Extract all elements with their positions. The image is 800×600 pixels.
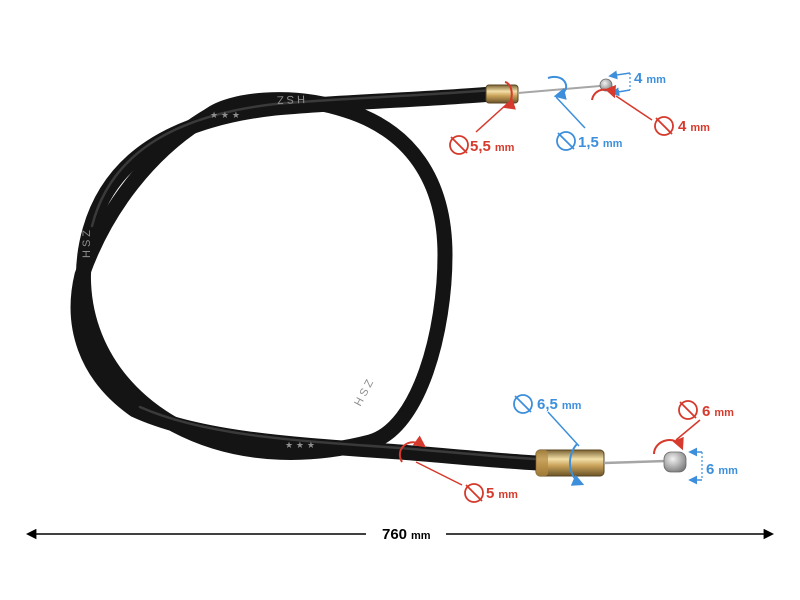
rotation-arrow-red [399,435,426,463]
top-inner-wire [517,85,601,94]
diameter-icon [654,116,674,136]
diameter-icon [678,400,698,420]
print-label-top: HSZ [274,92,305,105]
cable-housing [70,86,546,471]
rotation-arrow-red [591,84,616,101]
diameter-icon [449,135,469,155]
bottom-inner-wire [603,459,667,465]
cable-tail [70,107,546,471]
top-ferrule [485,84,519,104]
print-stars-2: ★ ★ ★ [285,441,315,451]
bottom-end-fitting [535,449,687,477]
diameter-icon [513,394,533,414]
rotation-arrow-blue [569,443,585,486]
rotation-arrow-blue [547,75,568,100]
print-label-right: HSZ [352,375,377,408]
cable-loop [76,86,500,460]
diameter-icon [556,131,576,151]
print-stars: ★ ★ ★ [210,111,240,121]
rotation-arrow-red [653,436,684,455]
print-label-left: HSZ [81,227,93,258]
bottom-nipple [663,451,687,473]
diameter-icon [464,483,484,503]
rotation-arrow-red [502,81,517,110]
